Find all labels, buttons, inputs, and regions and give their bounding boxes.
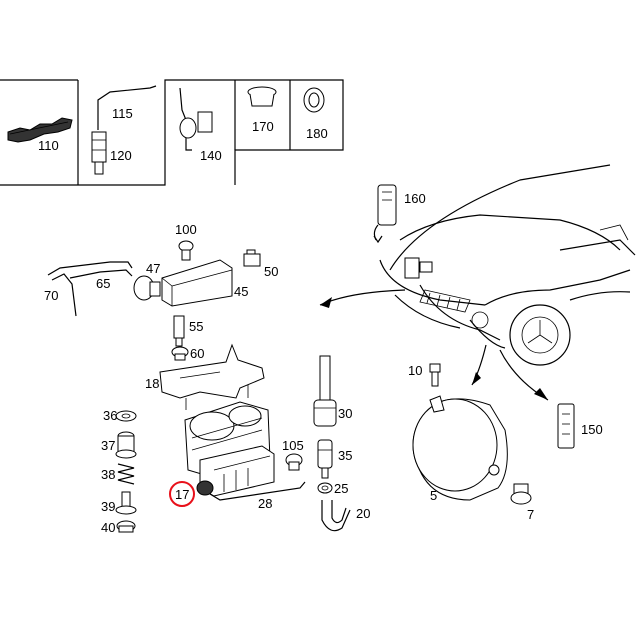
part-150-sensor-icon xyxy=(557,403,575,449)
label-39: 39 xyxy=(101,499,115,514)
label-110: 110 xyxy=(38,138,59,153)
part-35-valve-icon xyxy=(317,439,333,479)
pointer-arrow-down xyxy=(471,344,487,386)
label-10: 10 xyxy=(408,363,422,378)
label-160: 160 xyxy=(404,191,426,206)
label-65: 65 xyxy=(96,276,110,291)
label-25: 25 xyxy=(334,481,348,496)
label-120: 120 xyxy=(110,148,132,163)
part-38-spring-icon xyxy=(117,463,135,485)
label-105: 105 xyxy=(282,438,304,453)
part-39-bolt-icon xyxy=(115,491,137,515)
label-7: 7 xyxy=(527,507,534,522)
label-40: 40 xyxy=(101,520,115,535)
part-70-line-icon xyxy=(47,261,133,317)
part-37-mount-icon xyxy=(115,431,137,459)
part-20-hose-icon xyxy=(321,500,351,532)
part-115-rod-icon xyxy=(97,85,157,130)
part-60-nut-icon xyxy=(171,346,189,361)
part-10-bolt-icon xyxy=(429,363,441,387)
label-38: 38 xyxy=(101,467,115,482)
label-100: 100 xyxy=(175,222,197,237)
label-5: 5 xyxy=(430,488,437,503)
highlight-ring-17[interactable] xyxy=(169,481,195,507)
part-110-bracket-icon xyxy=(7,117,73,143)
label-60: 60 xyxy=(190,346,204,361)
headlight-sensor-icon xyxy=(404,257,433,279)
part-140-clip-icon xyxy=(179,87,213,151)
label-55: 55 xyxy=(189,319,203,334)
pointer-arrow-left xyxy=(319,289,406,308)
label-28: 28 xyxy=(258,496,272,511)
part-30-dryer-icon xyxy=(313,355,337,427)
part-55-valve-icon xyxy=(173,315,185,347)
part-160-module-icon xyxy=(373,184,397,244)
label-30: 30 xyxy=(338,406,352,421)
part-120-fitting-icon xyxy=(91,131,107,175)
part-25-washer-icon xyxy=(317,482,333,494)
part-180-grommet-icon xyxy=(303,87,325,113)
part-40-nut-icon xyxy=(116,520,136,533)
part-65-line-icon xyxy=(69,269,133,279)
label-18: 18 xyxy=(145,376,159,391)
label-140: 140 xyxy=(200,148,222,163)
inset-parts-table xyxy=(0,79,344,186)
part-5-reservoir-icon xyxy=(412,395,508,501)
part-50-connector-icon xyxy=(243,249,261,267)
part-170-grommet-icon xyxy=(247,86,277,107)
label-45: 45 xyxy=(234,284,248,299)
label-35: 35 xyxy=(338,448,352,463)
part-7-valve-icon xyxy=(510,483,532,505)
part-18-bracket-icon xyxy=(159,343,265,410)
label-20: 20 xyxy=(356,506,370,521)
pointer-arrow-right xyxy=(499,349,549,401)
label-70: 70 xyxy=(44,288,58,303)
car-front-outline xyxy=(379,164,636,366)
label-50: 50 xyxy=(264,264,278,279)
label-47: 47 xyxy=(146,261,160,276)
label-180: 180 xyxy=(306,126,328,141)
air-compressor-assembly xyxy=(184,401,306,501)
label-150: 150 xyxy=(581,422,603,437)
label-17[interactable]: 17 xyxy=(175,487,189,502)
part-36-washer-icon xyxy=(115,410,137,422)
part-105-nut-icon xyxy=(285,453,303,471)
part-47-actuator-icon xyxy=(133,275,161,301)
label-36: 36 xyxy=(103,408,117,423)
part-45-control-unit-icon xyxy=(161,259,233,307)
label-115: 115 xyxy=(112,106,133,121)
part-100-bolt-icon xyxy=(178,240,194,261)
label-37: 37 xyxy=(101,438,115,453)
label-170: 170 xyxy=(252,119,274,134)
